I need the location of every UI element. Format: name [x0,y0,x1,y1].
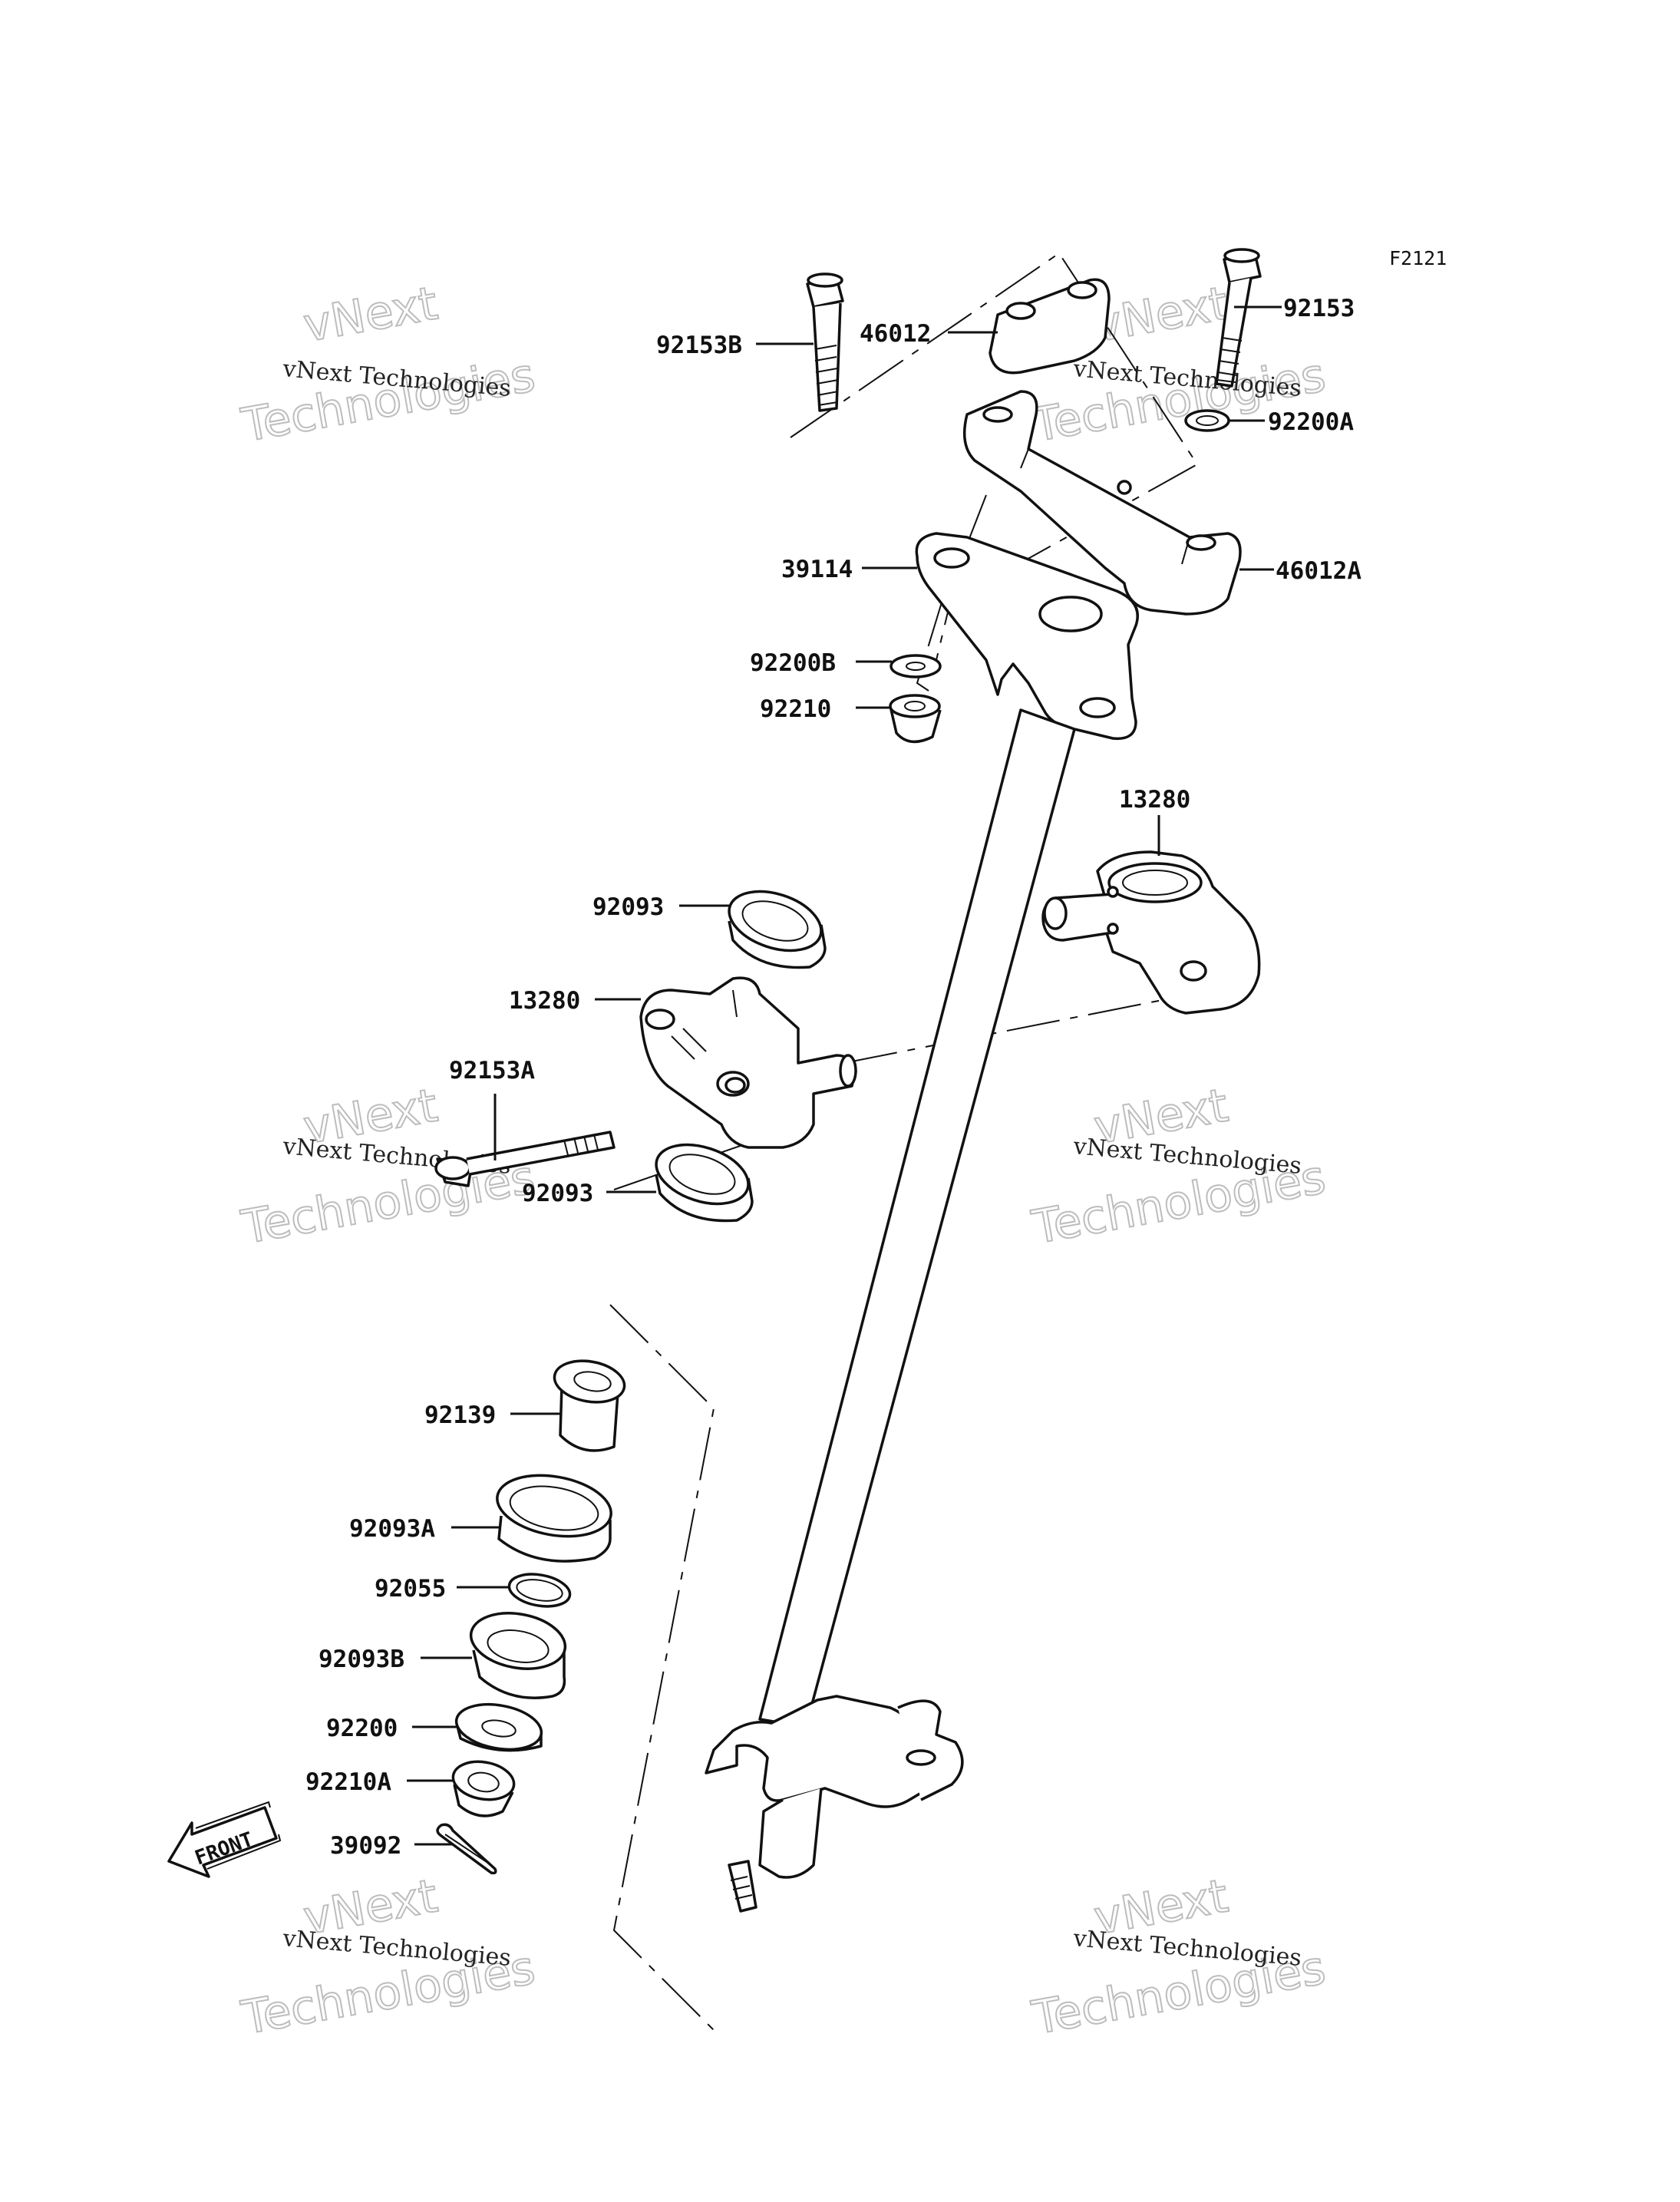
label-92093-top: 92093 [592,893,664,921]
bearing-92093A [496,1474,612,1563]
collar-92139 [553,1359,626,1452]
washer-92200A [1184,409,1230,432]
label-92139: 92139 [424,1401,496,1429]
holder-cap-46012 [989,278,1111,375]
holder-13280-left [639,976,857,1149]
label-92153B: 92153B [656,332,742,359]
nut-92210A [451,1760,516,1817]
watermark-line2: vNext Technologies [1071,1133,1302,1180]
watermark-middle-right: vNext Technologies vNext Technologies [1027,1078,1330,1256]
watermark-bottom-right: vNext Technologies vNext Technologies [1027,1868,1330,2046]
washer-92200B [890,654,942,678]
shaft-lower-bracket [705,1695,964,1913]
label-92200B: 92200B [750,649,836,677]
label-13280-right: 13280 [1119,786,1190,814]
oring-92055 [507,1573,572,1608]
label-92093-bottom: 92093 [522,1180,593,1207]
label-92210: 92210 [760,695,831,723]
front-direction-arrow: FRONT [167,1801,282,1878]
watermark-bottom-left: vNext Technologies vNext Technologies [236,1868,540,2046]
leader-lines [407,305,1282,1846]
bracket-39114 [915,532,1139,741]
bolt-92153A [434,1131,616,1187]
label-92093B: 92093B [319,1646,404,1673]
nut-92210 [889,694,942,744]
seal-92093-bottom [655,1143,754,1223]
label-92153A: 92153A [449,1057,535,1084]
label-92055: 92055 [375,1575,446,1603]
cotter-pin-39092 [436,1823,497,1875]
label-46012: 46012 [860,320,931,348]
label-92200A: 92200A [1268,408,1354,436]
bearing-92093B [469,1612,567,1699]
bolt-92153 [1215,248,1262,388]
label-92200: 92200 [326,1715,398,1742]
holder-46012A [962,390,1242,616]
watermark-top-left: vNext Technologies vNext Technologies [236,276,540,454]
label-92153: 92153 [1283,295,1355,322]
label-46012A: 46012A [1276,557,1361,585]
label-92210A: 92210A [305,1768,391,1796]
steering-shaft [758,708,1076,1728]
seal-92093-top [728,890,827,969]
washer-92200 [454,1703,543,1752]
figure-code: F2121 [1389,247,1447,269]
holder-13280-right [1041,850,1261,1015]
label-13280-left: 13280 [509,987,580,1015]
label-92093A: 92093A [349,1515,435,1543]
watermark-line1: vNext [299,276,441,352]
bolt-92153B [806,272,844,412]
label-39092: 39092 [330,1832,401,1860]
label-39114: 39114 [781,556,853,583]
part-labels: 92153B 46012 92153 92200A 39114 46012A 9… [305,295,1361,1860]
watermark-line1: vNext [1090,276,1232,352]
